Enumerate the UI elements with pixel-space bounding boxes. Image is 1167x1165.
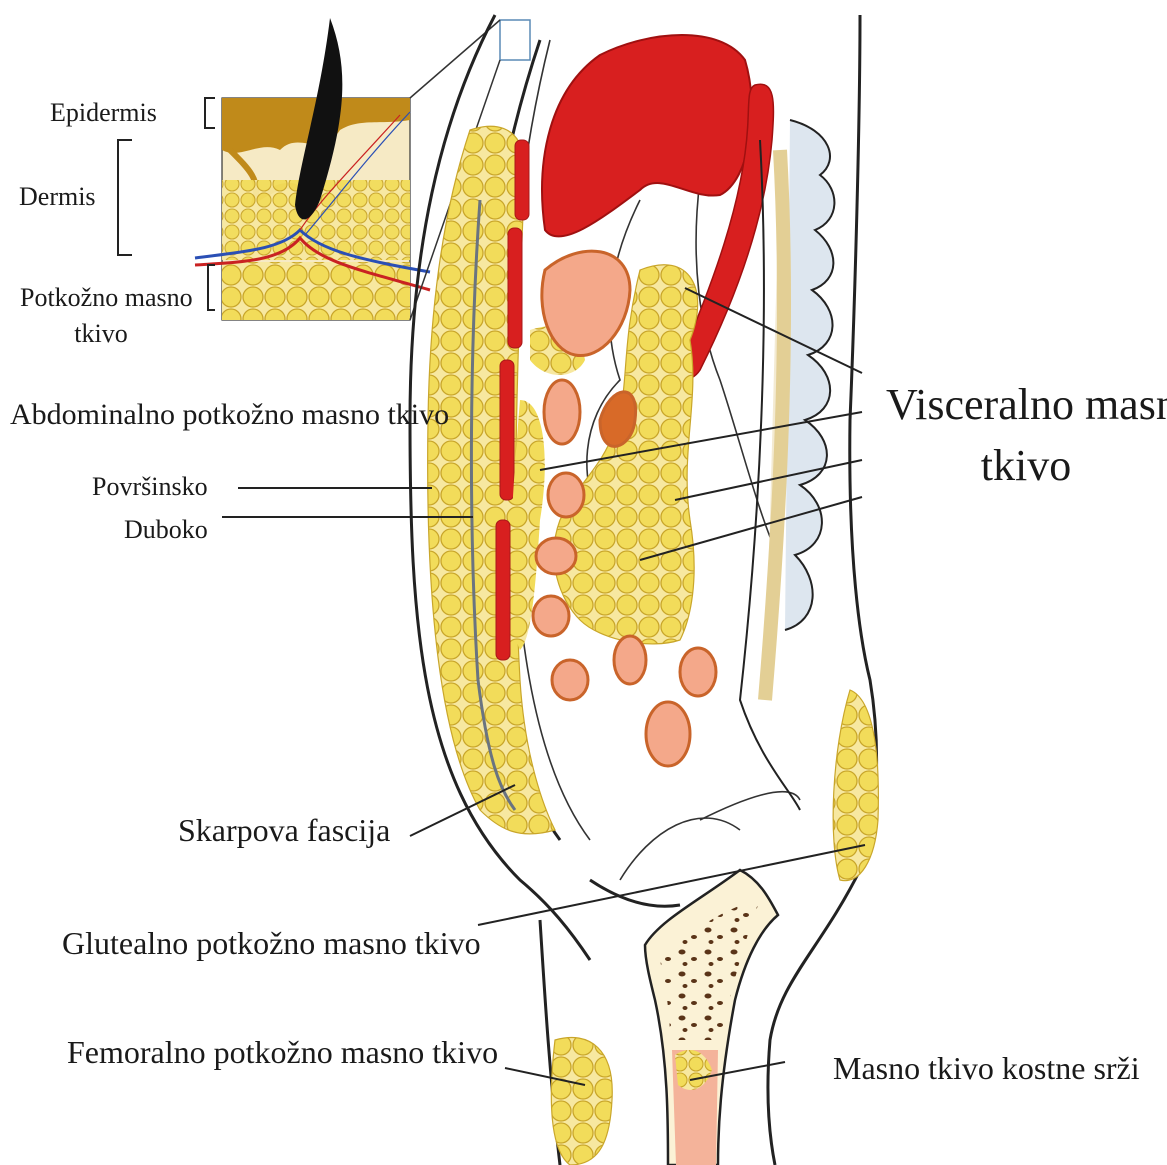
label-dermis: Dermis bbox=[19, 182, 96, 212]
label-abdominal-subcutaneous: Abdominalno potkožno masno tkivo bbox=[10, 398, 449, 433]
femur bbox=[645, 870, 778, 1165]
label-scarpa-fascia: Skarpova fascija bbox=[178, 812, 390, 849]
label-subcutaneous-line1: Potkožno masno bbox=[20, 283, 182, 313]
label-epidermis: Epidermis bbox=[50, 98, 157, 128]
label-superficial: Površinsko bbox=[92, 472, 208, 502]
label-femoral: Femoralno potkožno masno tkivo bbox=[67, 1034, 498, 1071]
label-deep: Duboko bbox=[124, 515, 208, 545]
label-visceral-line1: Visceralno masno bbox=[886, 380, 1166, 431]
femoral-fat bbox=[551, 1038, 612, 1165]
skin-layer-brackets bbox=[118, 98, 215, 310]
label-gluteal: Glutealno potkožno masno tkivo bbox=[62, 925, 481, 962]
label-visceral: Visceralno masno tkivo bbox=[886, 380, 1166, 491]
gluteal-fat bbox=[833, 690, 878, 881]
label-bone-marrow: Masno tkivo kostne srži bbox=[833, 1050, 1140, 1087]
liver bbox=[542, 35, 752, 236]
label-subcutaneous: Potkožno masno tkivo bbox=[20, 283, 182, 349]
label-subcutaneous-line2: tkivo bbox=[20, 319, 182, 349]
label-visceral-line2: tkivo bbox=[886, 441, 1166, 492]
